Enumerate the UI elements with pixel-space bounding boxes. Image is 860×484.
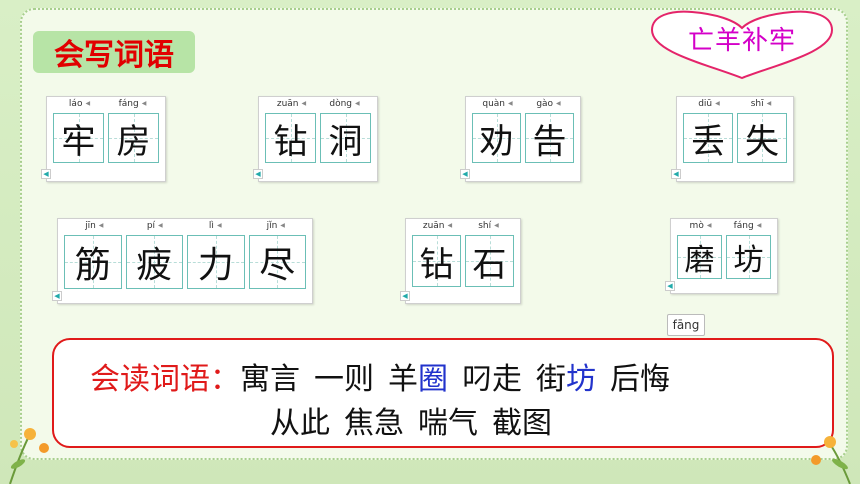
hanzi-char: 失	[745, 121, 779, 162]
hanzi-char: 劝	[479, 121, 514, 162]
pinyin-label[interactable]: fáng	[724, 221, 771, 235]
word-card[interactable]: jīnpílìjǐn筋疲力尽◀	[52, 218, 313, 304]
hanzi-box: 坊	[726, 235, 771, 279]
pinyin-label[interactable]: diū	[683, 99, 735, 113]
section-title: 会写词语	[33, 31, 195, 73]
hanzi-box: 磨	[677, 235, 722, 279]
hanzi-box: 牢	[53, 113, 104, 163]
word-chuanqi: 喘气	[418, 406, 478, 441]
speaker-icon[interactable]: ◀	[671, 169, 681, 179]
word-congci: 从此	[270, 406, 330, 441]
pinyin-row: mòfáng	[677, 221, 771, 235]
hanzi-box: 石	[465, 235, 514, 287]
word-jiaoji: 焦急	[344, 406, 404, 441]
hanzi-box: 筋	[64, 235, 122, 289]
char-row: 钻洞	[263, 113, 373, 163]
pinyin-label[interactable]: shí	[463, 221, 514, 235]
pinyin-label[interactable]: mò	[677, 221, 724, 235]
word-card[interactable]: mòfáng磨坊◀	[665, 218, 778, 294]
word-diaozou: 叼走	[462, 362, 522, 397]
hanzi-char: 疲	[136, 245, 173, 286]
pinyin-label[interactable]: dòng	[318, 99, 371, 113]
hanzi-box: 钻	[412, 235, 461, 287]
word-yize: 一则	[314, 362, 374, 397]
hanzi-box: 尽	[248, 235, 306, 289]
hanzi-box: 告	[525, 113, 574, 163]
hanzi-char: 丢	[691, 121, 725, 162]
pinyin-row: láofáng	[53, 99, 159, 113]
pinyin-row: diūshī	[683, 99, 787, 113]
hanzi-char: 钻	[419, 244, 454, 285]
hanzi-char: 告	[532, 121, 567, 162]
pinyin-label[interactable]: fáng	[106, 99, 159, 113]
speaker-icon[interactable]: ◀	[400, 291, 410, 301]
char-row: 劝告	[470, 113, 576, 163]
hanzi-box: 失	[737, 113, 787, 163]
hanzi-box: 劝	[472, 113, 521, 163]
pinyin-row: zuānshí	[412, 221, 514, 235]
pinyin-label[interactable]: pí	[125, 221, 186, 235]
heart-badge[interactable]: 亡羊补牢	[646, 8, 838, 80]
flower-decoration-right	[811, 436, 851, 484]
hanzi-char: 钻	[273, 121, 308, 162]
pinyin-row: zuāndòng	[265, 99, 371, 113]
speaker-icon[interactable]: ◀	[460, 169, 470, 179]
speaker-icon[interactable]: ◀	[253, 169, 263, 179]
pinyin-label[interactable]: zuān	[265, 99, 318, 113]
hanzi-char: 石	[472, 244, 507, 285]
hanzi-char: 尽	[259, 245, 296, 286]
word-yuyan: 寓言	[240, 362, 300, 397]
pinyin-label[interactable]: lì	[185, 221, 246, 235]
hanzi-char: 洞	[328, 121, 363, 162]
read-words-box: 会读词语：寓言一则羊圈叼走街坊后悔 从此焦急喘气截图	[52, 338, 834, 448]
pinyin-badge-fang: fāng	[667, 314, 705, 336]
read-line-2: 从此焦急喘气截图	[270, 398, 552, 442]
pinyin-label[interactable]: láo	[53, 99, 106, 113]
char-row: 筋疲力尽	[62, 235, 308, 289]
hanzi-box: 房	[108, 113, 159, 163]
hanzi-char: 房	[116, 121, 151, 162]
hanzi-box: 力	[187, 235, 245, 289]
word-houhui: 后悔	[610, 362, 670, 397]
heart-text: 亡羊补牢	[687, 26, 796, 56]
pinyin-label[interactable]: shī	[735, 99, 787, 113]
pinyin-label[interactable]: gào	[523, 99, 574, 113]
char-row: 磨坊	[675, 235, 773, 279]
hanzi-box: 钻	[265, 113, 316, 163]
char-row: 钻石	[410, 235, 516, 287]
hanzi-box: 洞	[320, 113, 371, 163]
flower-decoration-left	[9, 428, 49, 484]
hanzi-box: 丢	[683, 113, 733, 163]
word-yangjuan: 羊圈	[388, 362, 448, 397]
speaker-icon[interactable]: ◀	[52, 291, 62, 301]
word-card[interactable]: zuāndòng钻洞◀	[253, 96, 378, 182]
speaker-icon[interactable]: ◀	[41, 169, 51, 179]
pinyin-row: jīnpílìjǐn	[64, 221, 306, 235]
read-line-1: 会读词语：寓言一则羊圈叼走街坊后悔	[90, 354, 670, 398]
char-row: 丢失	[681, 113, 789, 163]
hanzi-box: 疲	[125, 235, 183, 289]
word-card[interactable]: quàngào劝告◀	[460, 96, 581, 182]
read-label: 会读词语：	[90, 362, 240, 397]
pinyin-row: quàngào	[472, 99, 574, 113]
hanzi-char: 力	[197, 245, 234, 286]
pinyin-label[interactable]: quàn	[472, 99, 523, 113]
hanzi-char: 牢	[61, 121, 96, 162]
word-jiefang: 街坊	[536, 362, 596, 397]
pinyin-label[interactable]: jīn	[64, 221, 125, 235]
pinyin-label[interactable]: zuān	[412, 221, 463, 235]
char-row: 牢房	[51, 113, 161, 163]
pinyin-label[interactable]: jǐn	[246, 221, 307, 235]
word-card[interactable]: diūshī丢失◀	[671, 96, 794, 182]
hanzi-char: 磨	[684, 243, 715, 278]
heart-icon	[650, 10, 834, 80]
hanzi-char: 筋	[74, 245, 111, 286]
word-jietu: 截图	[492, 406, 552, 441]
word-card[interactable]: zuānshí钻石◀	[400, 218, 521, 304]
word-card[interactable]: láofáng牢房◀	[41, 96, 166, 182]
hanzi-char: 坊	[733, 243, 764, 278]
speaker-icon[interactable]: ◀	[665, 281, 675, 291]
